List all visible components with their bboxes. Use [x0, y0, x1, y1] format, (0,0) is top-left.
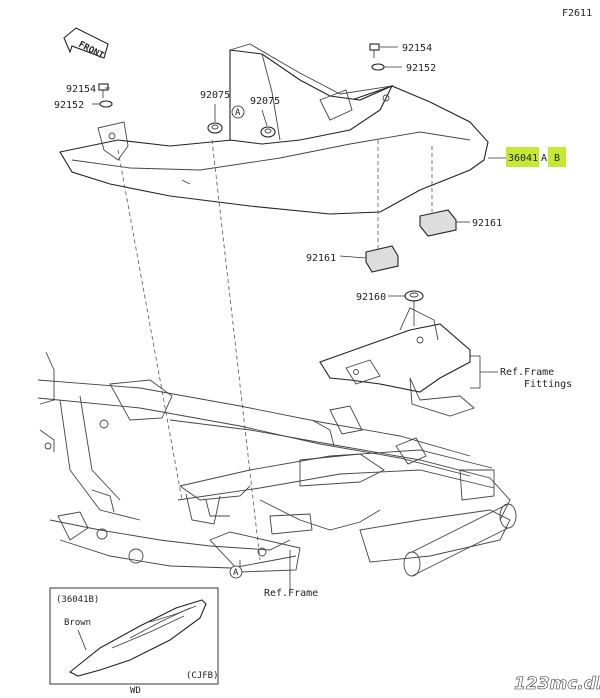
bolt-92154-right[interactable]	[369, 43, 380, 58]
label-36041-suffix-b: B	[554, 153, 560, 164]
label-ref-frame-fittings-2: Fittings	[524, 379, 572, 390]
label-92154-right: 92154	[402, 43, 432, 54]
label-92075-b: 92075	[250, 96, 280, 107]
label-36041-suffix-a: A	[541, 153, 547, 164]
svg-text:A: A	[235, 108, 241, 118]
label-92154-left: 92154	[66, 84, 96, 95]
label-92152-left: 92152	[54, 100, 84, 111]
label-36041: 36041	[508, 153, 538, 164]
rear-frame	[37, 351, 517, 577]
washer-92152-right[interactable]	[371, 63, 385, 71]
washer-92152-left[interactable]	[99, 100, 113, 108]
highlight-36041-b	[548, 147, 566, 167]
inset-color-label: Brown	[64, 618, 91, 628]
inset-code: (36041B)	[56, 595, 99, 605]
svg-text:A: A	[233, 568, 239, 578]
pad-92161-right[interactable]	[419, 209, 457, 237]
figure-code: F2611	[562, 8, 592, 19]
inset-variant-box: (36041B) Brown (CJFB)	[49, 587, 219, 685]
label-ref-frame: Ref.Frame	[264, 588, 318, 599]
highlight-36041	[506, 147, 539, 167]
circle-a-marker-bottom: A	[229, 565, 243, 579]
inset-caption: WD	[130, 686, 141, 696]
label-ref-frame-fittings-1: Ref.Frame	[500, 367, 554, 378]
label-92152-right: 92152	[406, 63, 436, 74]
grommet-92160[interactable]	[404, 290, 424, 302]
label-92161-left: 92161	[306, 253, 336, 264]
watermark-logo: 123mc.dk	[514, 674, 600, 694]
label-92075-a: 92075	[200, 90, 230, 101]
label-92160: 92160	[356, 292, 386, 303]
inset-variant: (CJFB)	[186, 671, 219, 681]
label-92161-right: 92161	[472, 218, 502, 229]
seat-cowl-part[interactable]	[59, 43, 489, 215]
bolt-92154-left[interactable]	[98, 83, 109, 98]
pad-92161-left[interactable]	[365, 245, 399, 273]
grommet-92075-a[interactable]	[207, 122, 223, 134]
frame-fittings-bracket	[319, 300, 475, 417]
circle-a-marker-top: A	[231, 105, 245, 119]
grommet-92075-b[interactable]	[260, 126, 276, 138]
front-arrow-icon: FRONT	[63, 27, 109, 62]
